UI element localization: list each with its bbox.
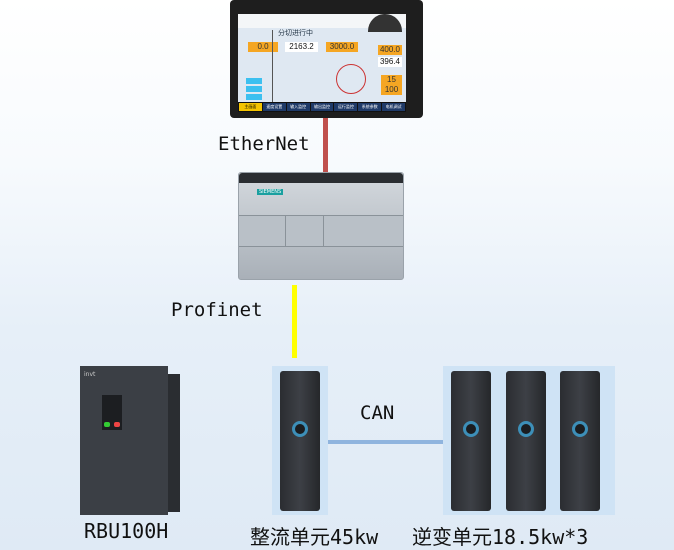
profinet-link — [292, 285, 297, 358]
can-link — [328, 440, 443, 444]
inverter-module — [560, 371, 600, 511]
hmi-screen: 分切进行中 0.0 2163.2 3000.0 400.0 396.4 15 1… — [238, 14, 406, 112]
ethernet-link — [323, 118, 328, 172]
hmi-value: 396.4 — [378, 57, 402, 67]
hmi-nav-item[interactable]: 输入监控 — [286, 103, 310, 111]
rbu100h-label: RBU100H — [84, 519, 169, 543]
inverter-label: 逆变单元18.5kw*3 — [412, 525, 589, 549]
rectifier-module — [280, 371, 320, 511]
rectifier-label: 整流单元45kw — [250, 525, 379, 549]
inverter-module — [451, 371, 491, 511]
can-label: CAN — [360, 402, 395, 424]
hmi-nav-item[interactable]: 输出监控 — [310, 103, 334, 111]
hmi-nav-item[interactable]: 系统参数 — [358, 103, 382, 111]
hmi-nav-item[interactable]: 主画面 — [239, 103, 262, 111]
profinet-label: Profinet — [171, 299, 263, 321]
hmi-value: 100 — [381, 85, 402, 95]
rectifier-group — [272, 366, 328, 515]
hmi-value: 400.0 — [378, 45, 402, 55]
hmi-nav-item[interactable]: 速度设置 — [262, 103, 286, 111]
hmi-touch-panel: 分切进行中 0.0 2163.2 3000.0 400.0 396.4 15 1… — [230, 0, 423, 118]
hmi-status: 分切进行中 — [278, 29, 313, 37]
rbu100h-unit: invt — [80, 362, 180, 515]
hmi-value: 2163.2 — [285, 42, 318, 52]
ethernet-label: EtherNet — [218, 133, 310, 155]
hmi-value: 3000.0 — [326, 42, 358, 52]
siemens-plc: SIEMENS — [238, 172, 404, 280]
plc-brand: SIEMENS — [257, 189, 284, 195]
inverter-group — [443, 366, 615, 515]
inverter-module — [506, 371, 546, 511]
hmi-nav-bar: 主画面 速度设置 输入监控 输出监控 运行监控 系统参数 电机调试 — [238, 102, 406, 112]
hmi-value: 0.0 — [248, 42, 278, 52]
hmi-value: 15 — [381, 75, 402, 85]
hmi-nav-item[interactable]: 运行监控 — [334, 103, 358, 111]
hmi-nav-item[interactable]: 电机调试 — [382, 103, 406, 111]
